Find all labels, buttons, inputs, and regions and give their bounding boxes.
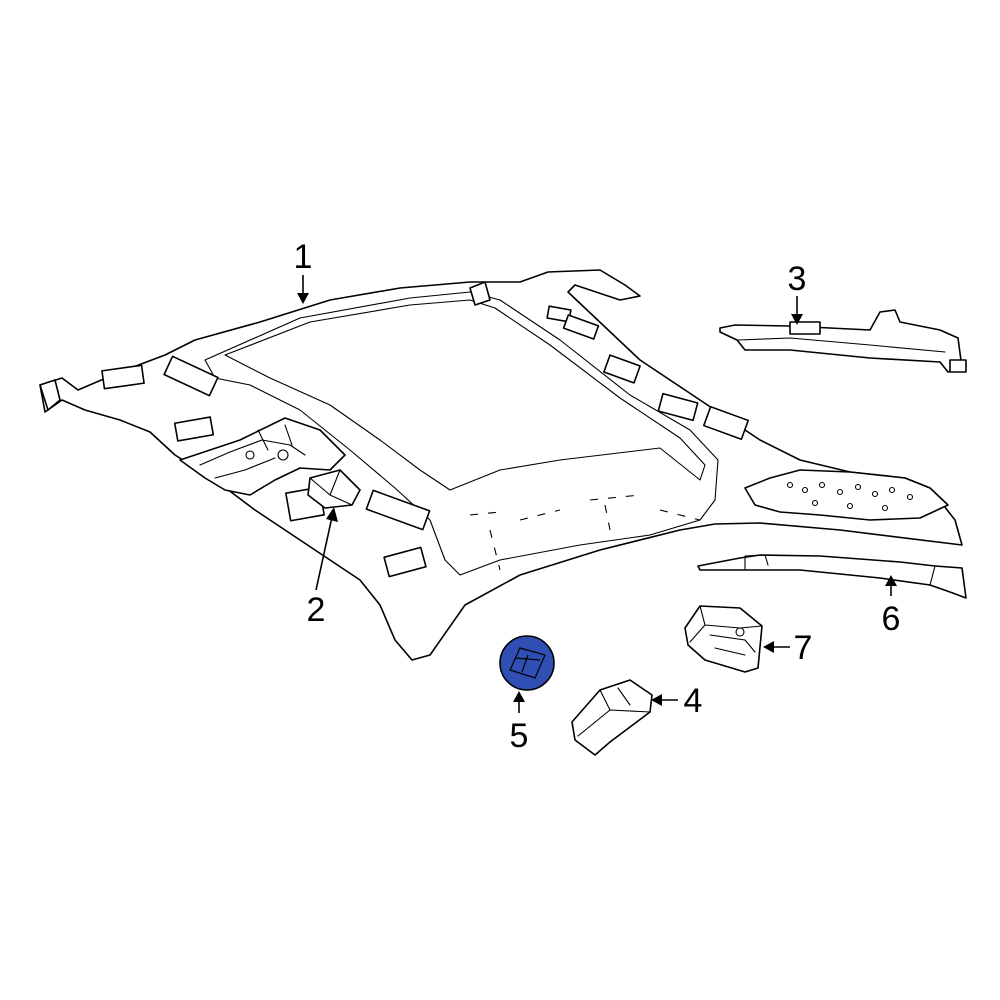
callout-7[interactable]: 7: [794, 629, 813, 667]
block-part-4[interactable]: [571, 679, 653, 756]
plug-part-5[interactable]: [499, 635, 555, 691]
callout-3[interactable]: 3: [788, 260, 807, 298]
bracket-part-3[interactable]: [719, 309, 967, 373]
callout-leaders: [297, 275, 897, 713]
trim-strip-part-6[interactable]: [697, 554, 967, 599]
bezel-part-7[interactable]: [684, 605, 763, 673]
headliner-part-1[interactable]: [39, 269, 963, 661]
callout-4[interactable]: 4: [684, 682, 703, 720]
callout-2[interactable]: 2: [307, 591, 326, 629]
rear-bracket-holes: [786, 481, 914, 512]
callout-6[interactable]: 6: [882, 600, 901, 638]
clip-part-2[interactable]: [307, 469, 361, 509]
callout-5[interactable]: 5: [510, 717, 529, 755]
callout-1[interactable]: 1: [294, 238, 313, 276]
